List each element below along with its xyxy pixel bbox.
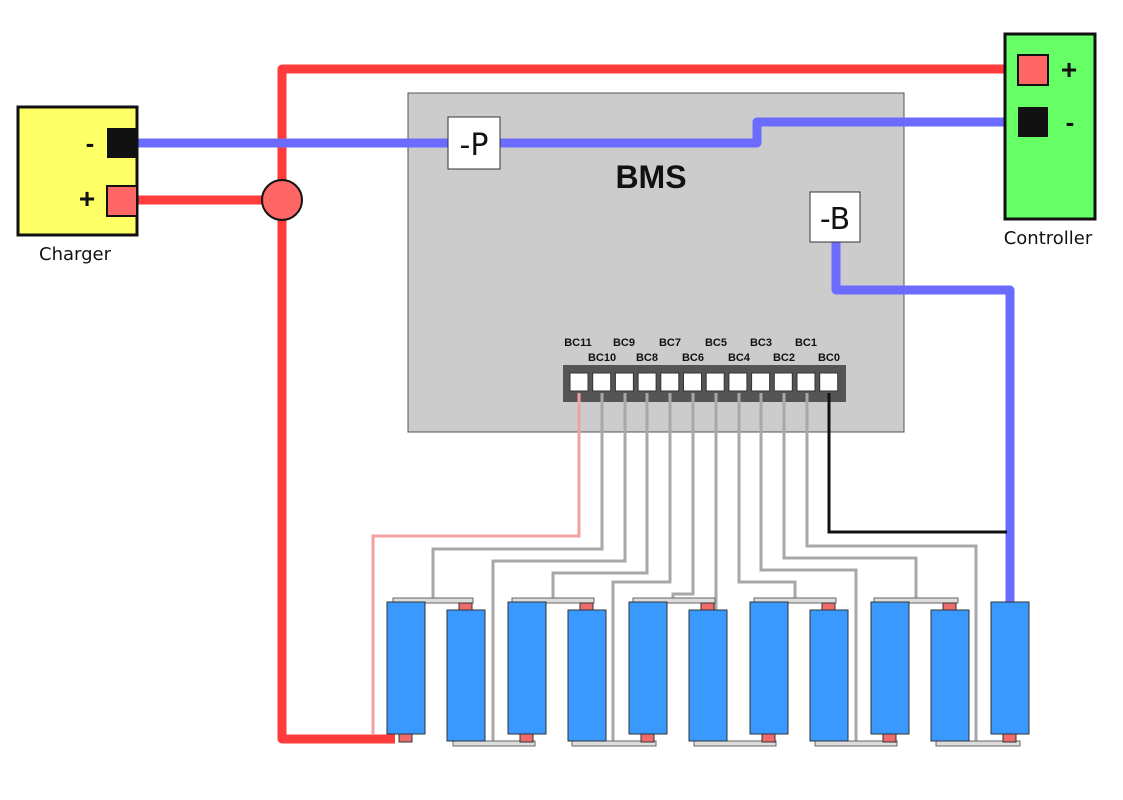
battery-cell bbox=[930, 602, 970, 742]
controller-plus-sign: + bbox=[1061, 54, 1077, 85]
balance-wire-bc4 bbox=[737, 393, 797, 601]
controller: + - Controller bbox=[1003, 32, 1097, 249]
battery-negative-wire bbox=[831, 242, 1015, 603]
top-strap bbox=[632, 597, 716, 604]
bms-title: BMS bbox=[615, 159, 686, 195]
balance-connector-pins bbox=[569, 372, 839, 392]
bc-label-bottom: BC10 bbox=[588, 352, 616, 364]
bc-label-bottom: BC6 bbox=[682, 352, 704, 364]
cell-positive-terminal bbox=[761, 733, 776, 743]
balance-wire-bc3 bbox=[759, 393, 858, 743]
balance-wire-bc10 bbox=[431, 393, 604, 601]
balance-wires bbox=[371, 393, 1007, 743]
cell-body bbox=[809, 609, 849, 742]
battery-cell bbox=[809, 602, 849, 742]
cell-body bbox=[507, 601, 547, 735]
controller-positive-terminal bbox=[1017, 54, 1049, 86]
balance-wire-bc8 bbox=[551, 393, 649, 601]
bms-p-terminal-box bbox=[447, 116, 501, 170]
cell-positive-terminal bbox=[640, 733, 655, 743]
cell-body bbox=[990, 601, 1030, 735]
cell-body bbox=[628, 601, 668, 735]
charger-positive-terminal bbox=[106, 185, 138, 217]
balance-pin bbox=[592, 372, 612, 392]
bottom-strap bbox=[452, 740, 536, 747]
bc-label-top: BC9 bbox=[613, 337, 635, 349]
positive-main-wire bbox=[277, 64, 1020, 744]
battery-cell bbox=[507, 601, 547, 743]
bc-label-bottom: BC2 bbox=[773, 352, 795, 364]
cell-positive-terminal bbox=[1002, 733, 1017, 743]
controller-negative-wire bbox=[500, 117, 1020, 148]
balance-pin bbox=[751, 372, 771, 392]
top-strap bbox=[392, 597, 474, 604]
bc-label-bottom: BC0 bbox=[818, 352, 840, 364]
battery-cell bbox=[688, 602, 728, 742]
cell-positive-terminal bbox=[398, 733, 413, 743]
cell-positive-terminal bbox=[882, 733, 897, 743]
cell-body bbox=[749, 601, 789, 735]
cell-positive-terminal bbox=[519, 733, 534, 743]
positive-junction bbox=[261, 179, 303, 221]
battery-cell bbox=[628, 601, 668, 743]
balance-pin bbox=[705, 372, 725, 392]
balance-pin bbox=[819, 372, 839, 392]
balance-pin bbox=[728, 372, 748, 392]
charger-plus-sign: + bbox=[79, 183, 95, 214]
battery-cell bbox=[446, 602, 486, 742]
balance-pin bbox=[683, 372, 702, 392]
bms-b-terminal-box bbox=[809, 191, 861, 243]
bc-label-bottom: BC4 bbox=[728, 352, 751, 364]
balance-wire-bc1 bbox=[805, 393, 978, 743]
balance-pin bbox=[569, 372, 589, 392]
balance-pin bbox=[614, 372, 634, 392]
cell-body bbox=[446, 609, 486, 742]
balance-wire-bc11 bbox=[371, 393, 581, 735]
balance-wire-bc7 bbox=[611, 393, 672, 743]
cell-body bbox=[688, 609, 728, 742]
battery-cell bbox=[567, 602, 607, 742]
balance-pin bbox=[660, 372, 680, 392]
controller-minus-sign: - bbox=[1066, 107, 1075, 137]
balance-wire-bc9 bbox=[491, 393, 627, 743]
charger: - + Charger bbox=[16, 105, 139, 265]
battery-cell bbox=[870, 601, 910, 743]
bottom-strap bbox=[693, 740, 777, 747]
bms-b-terminal-label: -B bbox=[820, 202, 850, 237]
charger-label: Charger bbox=[39, 244, 112, 265]
top-strap bbox=[511, 597, 595, 604]
controller-label: Controller bbox=[1004, 228, 1093, 249]
cell-body bbox=[870, 601, 910, 735]
series-straps bbox=[392, 597, 1021, 747]
bottom-strap bbox=[935, 740, 1021, 747]
balance-pin bbox=[796, 372, 816, 392]
charger-minus-sign: - bbox=[86, 128, 95, 158]
bottom-strap bbox=[571, 740, 657, 747]
bc-label-top: BC7 bbox=[659, 337, 681, 349]
bc-label-top: BC3 bbox=[750, 337, 772, 349]
balance-wire-bc0 bbox=[827, 393, 1007, 534]
cell-body bbox=[930, 609, 970, 742]
bc-label-top: BC1 bbox=[795, 337, 817, 349]
top-strap bbox=[873, 597, 959, 604]
balance-connector-labels: BC11 BC9 BC7 BC5 BC3 BC1 BC10 BC8 BC6 BC… bbox=[564, 337, 840, 364]
cell-body bbox=[386, 601, 426, 735]
controller-negative-terminal bbox=[1018, 107, 1048, 137]
top-strap bbox=[753, 597, 837, 604]
bms-p-terminal-label: -P bbox=[460, 128, 489, 163]
balance-pin bbox=[773, 372, 793, 392]
balance-pin bbox=[637, 372, 657, 392]
cell-body bbox=[567, 609, 607, 742]
battery-pack bbox=[386, 601, 1030, 743]
battery-cell bbox=[749, 601, 789, 743]
charger-negative-terminal bbox=[107, 128, 137, 158]
bc-label-bottom: BC8 bbox=[636, 352, 658, 364]
bc-label-top: BC5 bbox=[705, 337, 727, 349]
bc-label-top: BC11 bbox=[564, 337, 592, 349]
battery-cell bbox=[386, 601, 426, 743]
battery-cell bbox=[990, 601, 1030, 743]
bottom-strap bbox=[814, 740, 898, 747]
balance-wire-bc2 bbox=[782, 393, 918, 601]
